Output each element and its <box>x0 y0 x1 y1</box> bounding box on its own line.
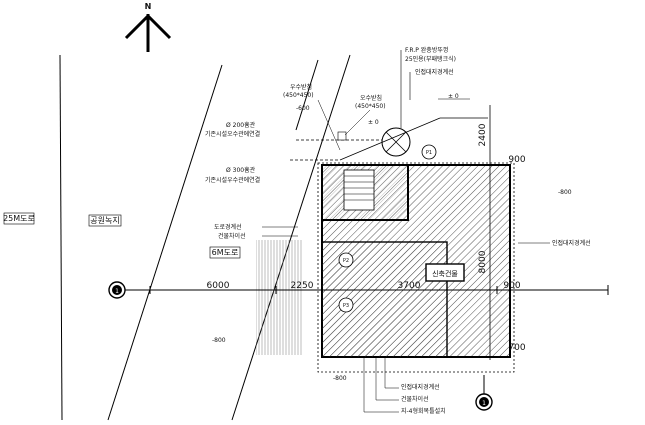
svg-text:1: 1 <box>482 400 486 407</box>
svg-text:± 0: ± 0 <box>448 93 459 100</box>
svg-text:-800: -800 <box>558 189 572 196</box>
pipe2-label-line1: Ø 300흄관 <box>226 166 256 174</box>
adj-boundary-right: 인접대지경계선 <box>552 239 591 247</box>
svg-text:공원녹지: 공원녹지 <box>90 216 119 225</box>
pipe2-label-line2: 기존시설우수관에연결 <box>205 176 260 184</box>
frp-label-line2: 25인용(부패탱크식) <box>405 55 456 63</box>
inlet2-label: 오수받침 <box>360 94 382 102</box>
north-label: N <box>145 2 152 11</box>
p2-marker: P2 <box>338 252 354 268</box>
stair-note: 지-4형회복틀설치 <box>401 407 446 415</box>
p1-marker: P1 <box>421 144 437 160</box>
svg-text:-800: -800 <box>212 337 226 344</box>
building-line-left-label: 건물차이선 <box>218 232 246 240</box>
svg-text:± 0: ± 0 <box>368 119 379 126</box>
p3-marker: P3 <box>338 297 354 313</box>
svg-text:-800: -800 <box>333 375 347 382</box>
level-top-right: ± 0 <box>368 119 379 126</box>
road-setback-area <box>256 240 302 355</box>
level-top-center: ± 0 <box>438 93 470 100</box>
pipe1-label-line1: Ø 200흄관 <box>226 121 256 129</box>
level-left-bottom: -800 <box>212 337 226 344</box>
svg-text:P2: P2 <box>343 258 349 264</box>
svg-text:1: 1 <box>115 288 119 295</box>
road-6m-edges <box>107 54 351 421</box>
svg-text:-600: -600 <box>296 105 310 112</box>
dim-700: 700 <box>508 343 525 353</box>
adj-boundary-bottom: 인접대지경계선 <box>401 383 440 391</box>
inlet1-size: (450*450) <box>283 92 314 99</box>
svg-text:신축건물: 신축건물 <box>432 269 458 278</box>
green-strip-label: 공원녹지 <box>88 214 122 227</box>
svg-text:P3: P3 <box>343 303 349 309</box>
new-building-label: 신축건물 <box>425 263 465 282</box>
north-arrow-icon: N <box>124 2 172 52</box>
dim-2250: 2250 <box>291 281 314 291</box>
stair-treads <box>343 169 375 211</box>
building-line-bottom: 건물차이선 <box>401 395 429 403</box>
level-bottom: -800 <box>333 375 347 382</box>
road-25m-label: 25M도로 <box>3 212 35 225</box>
septic-tank-icon <box>381 127 411 157</box>
dimension-ticks <box>149 286 498 294</box>
site-boundary <box>317 162 515 373</box>
dim-900-right: 900 <box>503 281 520 291</box>
inlet1-label: 우수받침 <box>290 83 312 91</box>
pipe1-label-line2: 기존시설오수관에연결 <box>205 130 260 138</box>
section-marker-right: 1 <box>475 375 493 411</box>
section-marker-left: 1 <box>108 281 126 299</box>
bottom-leaders <box>363 357 399 413</box>
dim-8000: 8000 <box>478 250 488 273</box>
svg-text:P1: P1 <box>426 150 432 156</box>
frp-label-line1: F.R.P 완충방뚜껑 <box>405 46 448 54</box>
road-6m-label: 6M도로 <box>209 246 241 259</box>
dim-2400: 2400 <box>478 123 488 146</box>
svg-text:6M도로: 6M도로 <box>212 248 239 257</box>
dim-6000: 6000 <box>207 281 230 291</box>
svg-text:25M도로: 25M도로 <box>3 214 35 223</box>
adj-boundary-top: 인접대지경계선 <box>415 68 454 76</box>
road-boundary-label: 도로경계선 <box>214 223 242 231</box>
inlet2-size: (450*450) <box>355 103 386 110</box>
sewer-pipes <box>290 117 488 161</box>
level-left-top: -600 <box>296 105 310 112</box>
dim-3700: 3700 <box>398 281 421 291</box>
level-right: -800 <box>558 189 572 196</box>
dim-900-top: 900 <box>508 155 525 165</box>
road-edge-line <box>59 54 63 421</box>
